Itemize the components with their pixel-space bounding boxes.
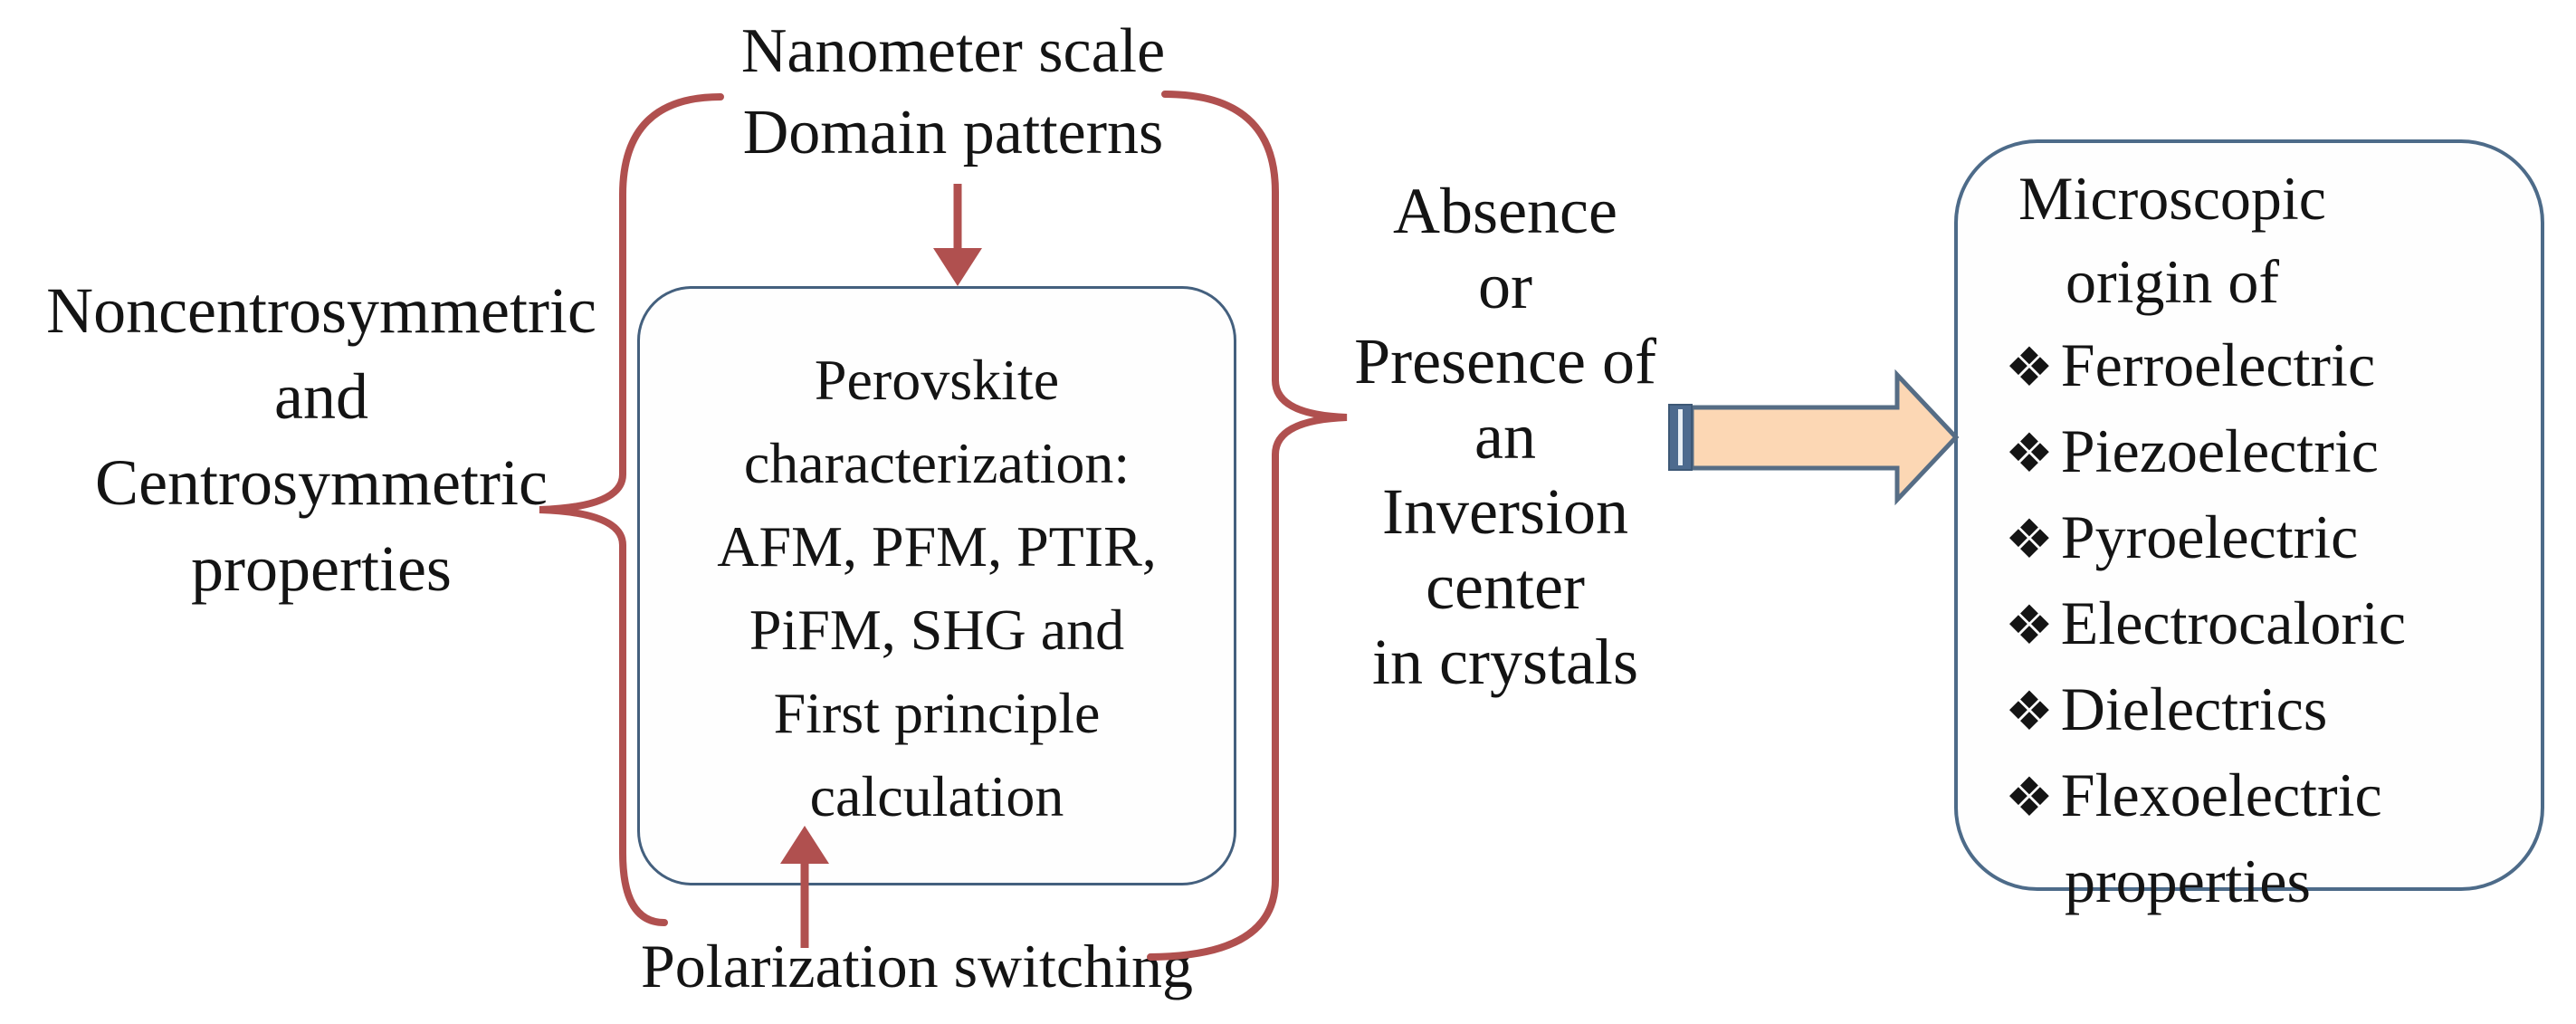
microscopic-origin-box: Microscopic origin of ❖Ferroelectric ❖Pi… bbox=[1954, 139, 2544, 915]
right-box-title-line: origin of bbox=[2065, 247, 2280, 316]
center-box-line: characterization: bbox=[743, 431, 1131, 495]
top-label-line: Nanometer scale bbox=[740, 16, 1166, 86]
middle-label-line: Absence bbox=[1393, 175, 1617, 247]
right-box-title-line: Microscopic bbox=[2018, 164, 2326, 233]
left-label-line: Centrosymmetric bbox=[95, 446, 548, 519]
diamond-bullet-icon: ❖ bbox=[2005, 338, 2054, 397]
list-item-label: Ferroelectric bbox=[2060, 330, 2376, 399]
diamond-bullet-icon: ❖ bbox=[2005, 596, 2054, 656]
list-item: ❖Pyroelectric bbox=[1958, 495, 2541, 581]
middle-label-line: Inversion bbox=[1382, 475, 1628, 548]
middle-label-line: in crystals bbox=[1372, 626, 1638, 698]
left-label-line: and bbox=[274, 360, 368, 433]
list-item-label: Flexoelectric bbox=[2060, 761, 2382, 829]
list-item-label: Pyroelectric bbox=[2060, 502, 2359, 571]
center-box-line: PiFM, SHG and bbox=[749, 598, 1125, 662]
down-arrow-icon bbox=[933, 184, 982, 286]
right-box-title: Microscopic origin of bbox=[1958, 157, 2387, 323]
list-item: ❖Ferroelectric bbox=[1958, 323, 2541, 409]
center-box-text: Perovskite characterization: AFM, PFM, P… bbox=[640, 339, 1234, 838]
list-item-label: Piezoelectric bbox=[2060, 416, 2379, 485]
bottom-label-line: Polarization switching bbox=[640, 932, 1193, 1000]
list-item-label: Electrocaloric bbox=[2060, 589, 2407, 657]
top-label-line: Domain patterns bbox=[742, 98, 1164, 167]
left-label: Noncentrosymmetric and Centrosymmetric p… bbox=[5, 268, 638, 612]
diamond-bullet-icon: ❖ bbox=[2005, 424, 2054, 483]
center-box-line: First principle bbox=[773, 681, 1101, 745]
bottom-label: Polarization switching bbox=[555, 932, 1279, 1000]
middle-label: Absence or Presence of an Inversion cent… bbox=[1279, 174, 1732, 700]
middle-label-line: center bbox=[1426, 550, 1585, 623]
middle-label-line: an bbox=[1474, 400, 1536, 473]
left-label-line: Noncentrosymmetric bbox=[46, 274, 596, 347]
perovskite-characterization-box: Perovskite characterization: AFM, PFM, P… bbox=[637, 286, 1236, 885]
list-item-label: Dielectrics bbox=[2060, 675, 2328, 743]
list-item: ❖Dielectrics bbox=[1958, 667, 2541, 753]
top-label: Nanometer scale Domain patterns bbox=[591, 11, 1315, 174]
list-item-continuation: properties bbox=[2065, 847, 2311, 915]
center-box-line: calculation bbox=[809, 764, 1064, 828]
center-box-line: Perovskite bbox=[814, 348, 1060, 412]
center-box-line: AFM, PFM, PTIR, bbox=[717, 514, 1157, 579]
list-item: ❖Piezoelectric bbox=[1958, 409, 2541, 495]
middle-label-line: or bbox=[1478, 250, 1532, 322]
list-item: ❖Flexoelectric bbox=[1958, 753, 2541, 839]
diamond-bullet-icon: ❖ bbox=[2005, 682, 2054, 742]
middle-label-line: Presence of bbox=[1354, 325, 1656, 397]
diamond-bullet-icon: ❖ bbox=[2005, 510, 2054, 569]
diamond-bullet-icon: ❖ bbox=[2005, 768, 2054, 828]
left-label-line: properties bbox=[191, 532, 452, 605]
list-item: ❖Electrocaloric bbox=[1958, 581, 2541, 667]
